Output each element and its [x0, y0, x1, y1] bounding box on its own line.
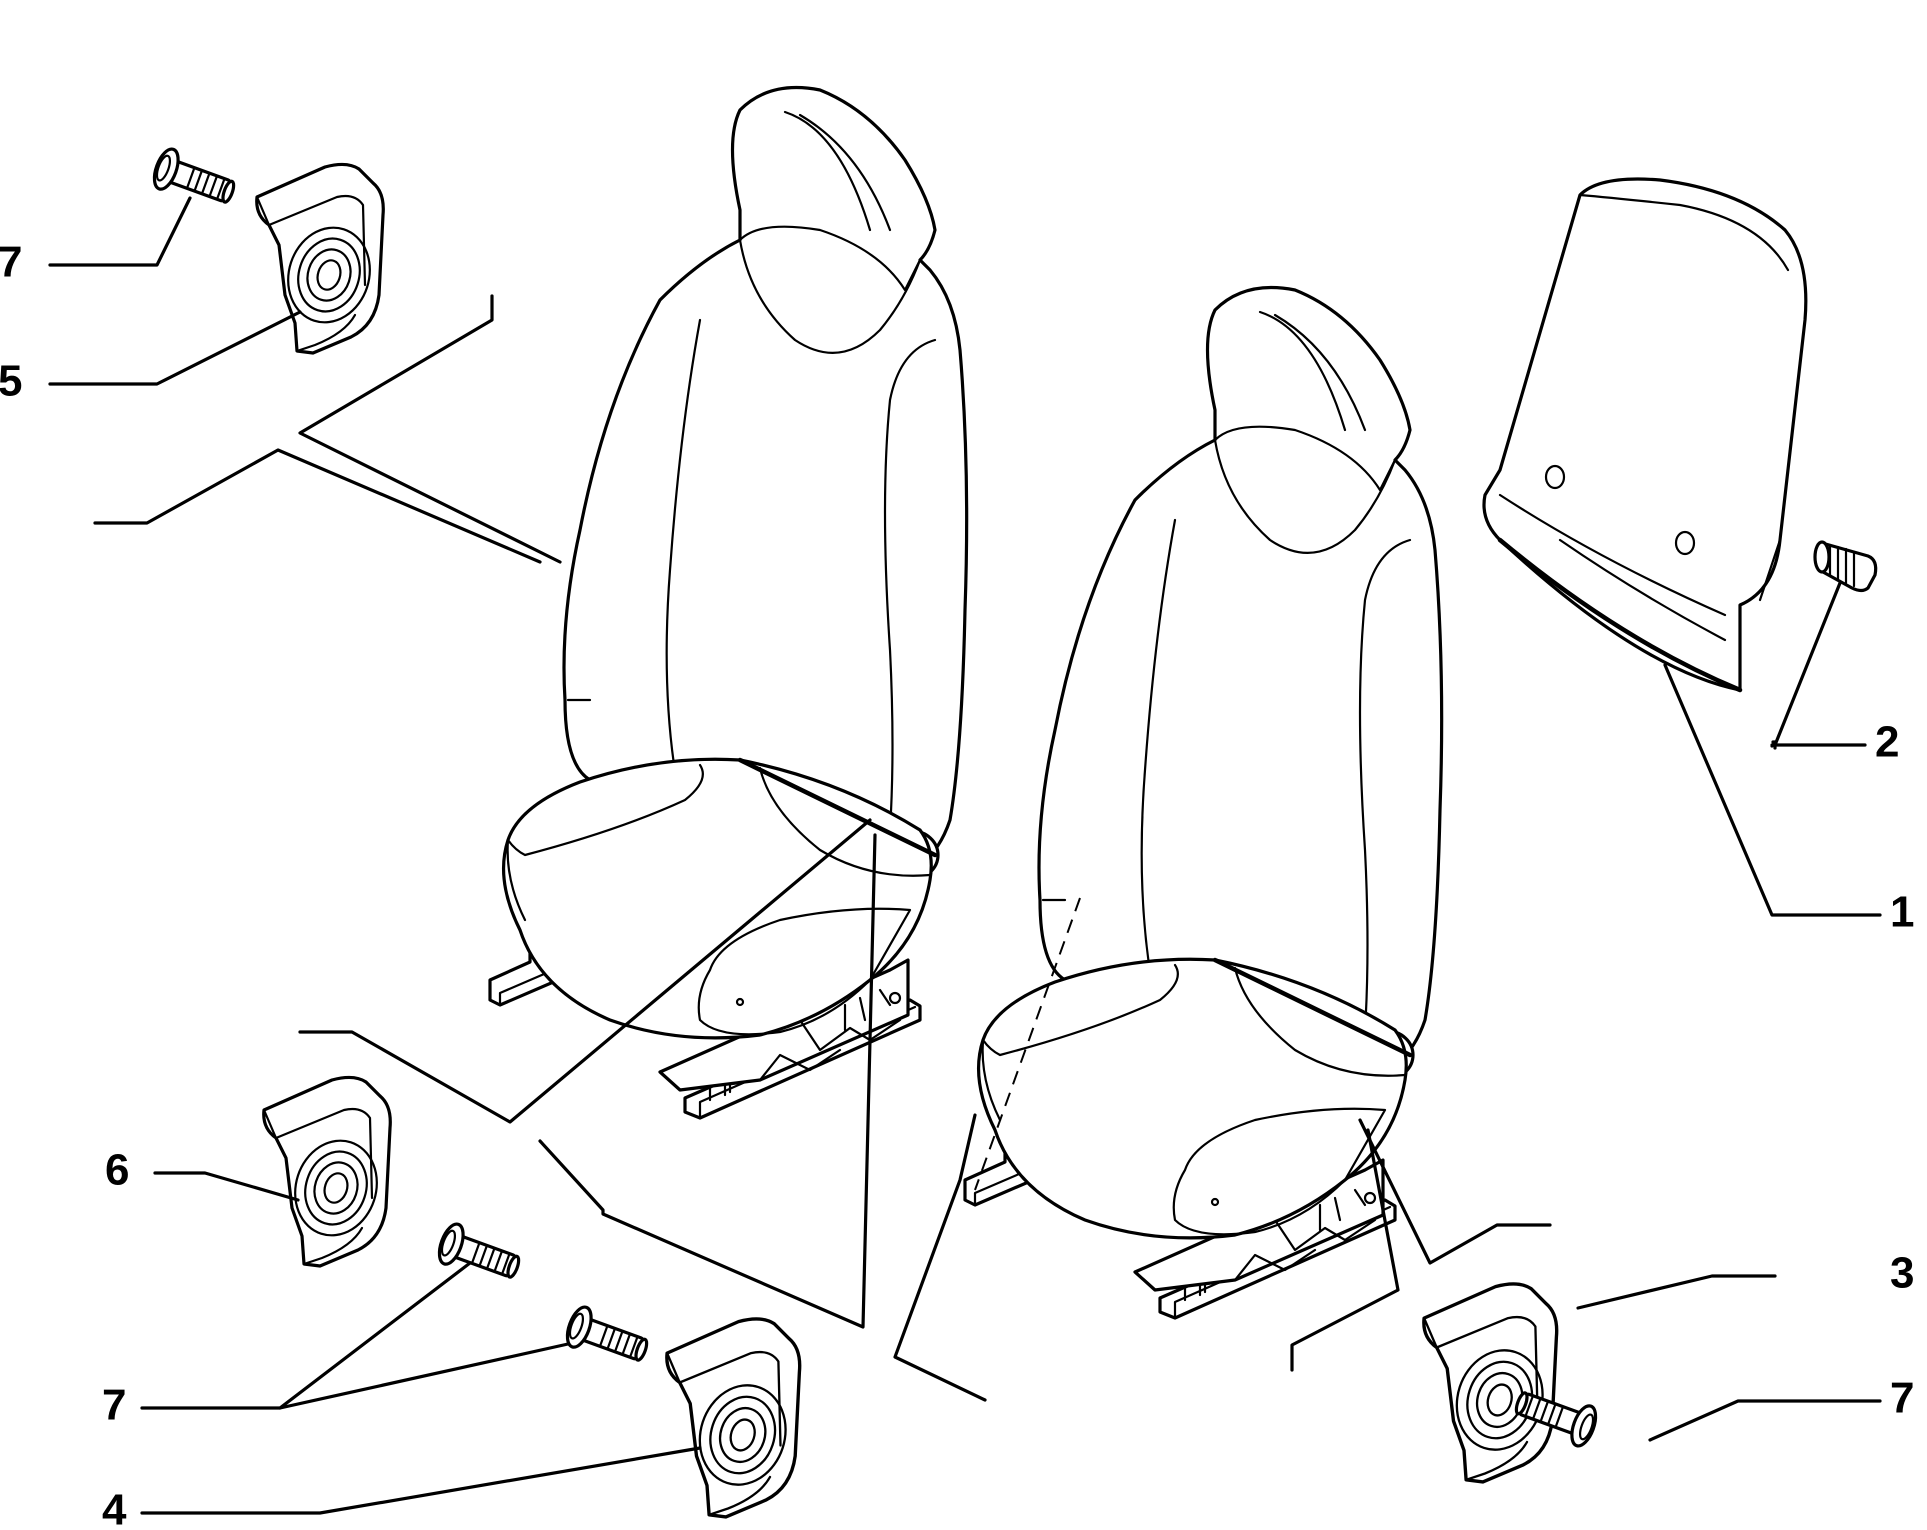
- screw-bottom-center: [561, 1302, 654, 1373]
- callout-7-bottom-right: 7: [1890, 1374, 1914, 1423]
- seat-right: [965, 288, 1442, 1319]
- backrest-rear-panel: [1482, 177, 1808, 693]
- hinge-cover-3: [1422, 1282, 1559, 1484]
- seat-left: [490, 88, 967, 1119]
- assembly-lines: [93, 294, 1552, 1402]
- hinge-cover-4: [665, 1317, 802, 1519]
- callout-7-bottom-left: 7: [102, 1381, 126, 1430]
- hinge-cover-6: [262, 1075, 392, 1268]
- callout-3: 3: [1890, 1249, 1914, 1298]
- screw-top-left: [148, 144, 241, 215]
- plastic-plug: [1813, 540, 1878, 593]
- callout-1: 1: [1890, 888, 1914, 937]
- callout-6: 6: [105, 1146, 129, 1195]
- leader-lines: [48, 196, 1882, 1515]
- callout-7-top-left: 7: [0, 238, 22, 287]
- callout-2: 2: [1875, 718, 1899, 767]
- callout-5: 5: [0, 357, 22, 406]
- callout-labels: 7 5 2 1 6 3 7 7 4: [0, 238, 1914, 1530]
- callout-4: 4: [102, 1486, 127, 1530]
